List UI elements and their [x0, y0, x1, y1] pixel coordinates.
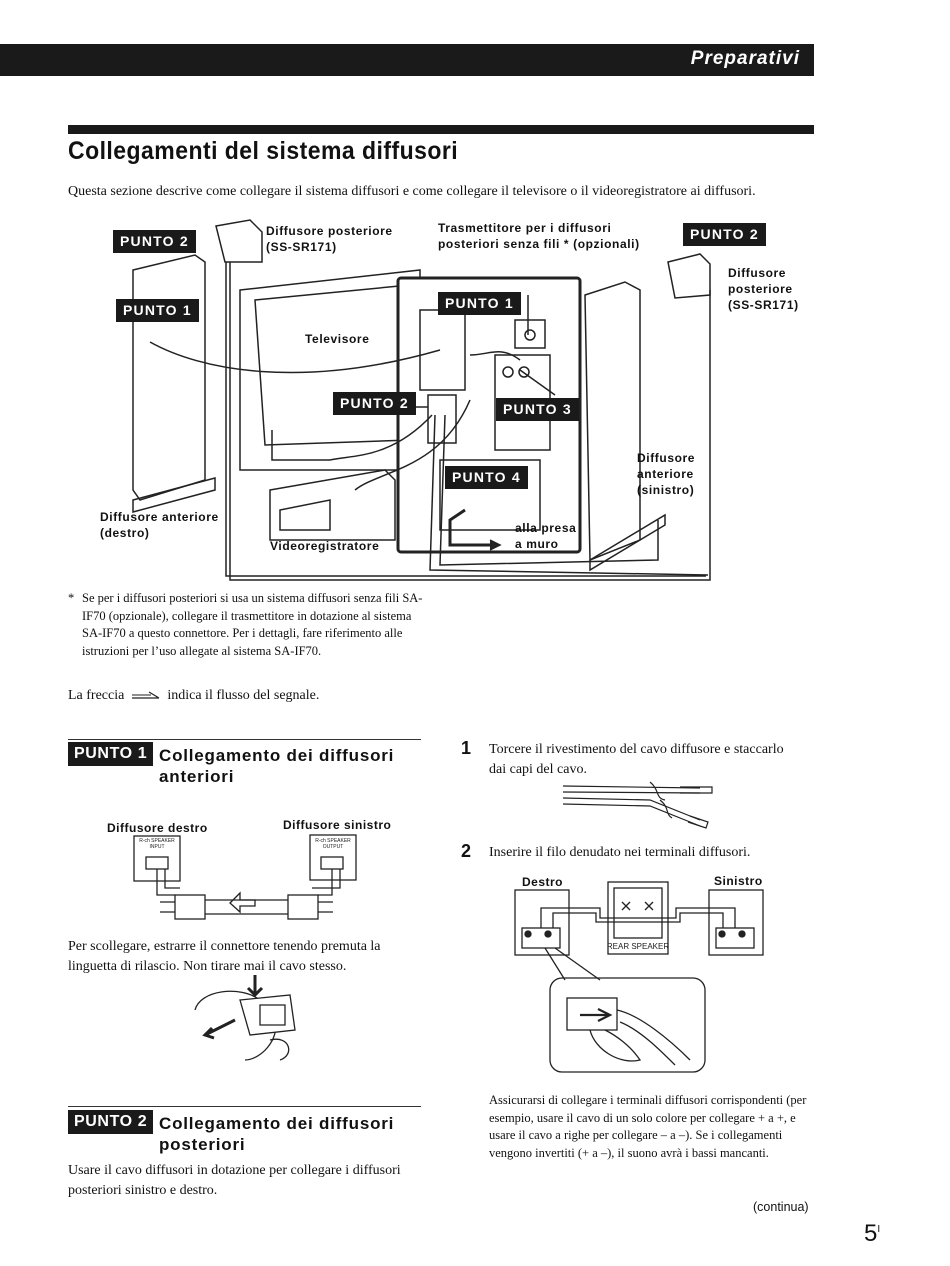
step2-title-line1: Collegamento dei diffusori	[159, 1114, 395, 1133]
disconnect-paragraph: Per scollegare, estrarre il connettore t…	[68, 939, 381, 974]
step2-title-line2: posteriori	[159, 1135, 246, 1154]
continua-label: (continua)	[753, 1200, 809, 1214]
instruction-2-number: 2	[461, 841, 472, 861]
signal-arrow-icon	[131, 691, 160, 699]
badge-punto2-left: PUNTO 2	[113, 230, 196, 253]
badge-punto2-center: PUNTO 2	[333, 392, 416, 415]
badge-punto4: PUNTO 4	[445, 466, 528, 489]
rear-fig-right-label: Sinistro	[714, 874, 763, 888]
page-number-value: 5	[864, 1220, 878, 1247]
transmitter-label: Trasmettitore per i diffusori posteriori…	[438, 221, 640, 251]
instruction-1-number: 1	[461, 738, 472, 758]
vcr-label: Videoregistratore	[270, 539, 380, 553]
front-left-label: Diffusore anteriore (sinistro)	[637, 451, 696, 497]
step1-title-line2: anteriori	[159, 767, 235, 786]
instruction-2-text: Inserire il filo denudato nei terminali …	[489, 845, 751, 860]
footnote-mark: *	[68, 591, 75, 605]
step2-paragraph: Usare il cavo diffusori in dotazione per…	[68, 1163, 401, 1198]
svg-text:INPUT: INPUT	[150, 844, 165, 850]
badge-punto1-left: PUNTO 1	[116, 299, 199, 322]
svg-text:R-ch SPEAKER: R-ch SPEAKER	[139, 838, 175, 844]
step1-title-line1: Collegamento dei diffusori	[159, 746, 395, 765]
step1-rule	[68, 739, 421, 740]
wall-outlet-label: alla presa a muro	[515, 521, 577, 551]
badge-punto3: PUNTO 3	[496, 398, 579, 421]
title-rule	[68, 125, 814, 134]
badge-punto1-center: PUNTO 1	[438, 292, 521, 315]
page-title: Collegamenti del sistema diffusori	[68, 137, 459, 165]
front-right-label: Diffusore anteriore (destro)	[100, 510, 219, 540]
footnote-text: Se per i diffusori posteriori si usa un …	[82, 591, 423, 658]
svg-text:R-ch SPEAKER: R-ch SPEAKER	[315, 838, 351, 844]
flow-text-after: indica il flusso del segnale.	[167, 688, 320, 703]
page-number: 5I	[864, 1220, 880, 1248]
rear-speaker-plate-text: REAR SPEAKER	[607, 942, 669, 951]
step1-badge: PUNTO 1	[68, 742, 154, 766]
instruction-1-text: Torcere il rivestimento del cavo diffuso…	[489, 742, 784, 777]
footnote: * Se per i diffusori posteriori si usa u…	[68, 590, 423, 660]
flow-text-before: La freccia	[68, 688, 125, 703]
badge-punto2-right: PUNTO 2	[683, 223, 766, 246]
section-header-bar: Preparativi	[0, 44, 814, 76]
step2-title: Collegamento dei diffusori posteriori	[159, 1113, 394, 1155]
rear-speaker-right-label: Diffusore posteriore (SS-SR171)	[728, 266, 799, 312]
step2-badge: PUNTO 2	[68, 1110, 154, 1134]
intro-paragraph: Questa sezione descrive come collegare i…	[68, 184, 756, 199]
tv-label: Televisore	[305, 332, 370, 346]
rear-fig-left-label: Destro	[522, 875, 564, 889]
fig-front-right-label: Diffusore destro	[107, 821, 208, 835]
fig-front-left-label: Diffusore sinistro	[283, 818, 392, 832]
connection-diagram	[132, 219, 711, 581]
step2-rule	[68, 1106, 421, 1107]
section-name: Preparativi	[690, 48, 800, 69]
page-number-suffix: I	[877, 1224, 881, 1235]
polarity-paragraph: Assicurarsi di collegare i terminali dif…	[489, 1093, 807, 1160]
rear-speaker-left-label: Diffusore posteriore (SS-SR171)	[266, 224, 393, 254]
step1-title: Collegamento dei diffusori anteriori	[159, 745, 394, 787]
signal-flow-note: La freccia indica il flusso del segnale.	[68, 688, 319, 704]
svg-text:OUTPUT: OUTPUT	[323, 844, 344, 850]
